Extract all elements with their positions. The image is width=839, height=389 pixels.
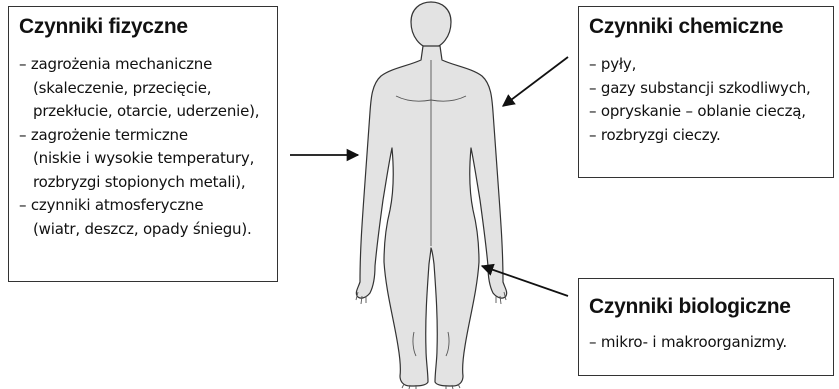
physical-factors-line: – czynniki atmosferyczne: [19, 194, 267, 218]
chemical-factors-line: – pyły,: [589, 53, 823, 77]
physical-factors-line: rozbryzgi stopionych metali),: [19, 171, 267, 195]
physical-factors-title: Czynniki fizyczne: [19, 15, 267, 39]
human-body-figure: [356, 2, 506, 386]
biological-factors-line: – mikro- i makroorganizmy.: [589, 331, 823, 355]
physical-factors-line: – zagrożenia mechaniczne: [19, 53, 267, 77]
chemical-factors-title: Czynniki chemiczne: [589, 15, 823, 39]
physical-factors-line: przekłucie, otarcie, uderzenie),: [19, 100, 267, 124]
chemical-factors-line: – gazy substancji szkodliwych,: [589, 77, 823, 101]
physical-factors-line: (skaleczenie, przecięcie,: [19, 77, 267, 101]
physical-factors-box: Czynniki fizyczne – zagrożenia mechanicz…: [8, 6, 278, 282]
physical-factors-line: – zagrożenie termiczne: [19, 124, 267, 148]
arrow-chemical: [503, 57, 568, 106]
biological-factors-box: Czynniki biologiczne – mikro- i makroorg…: [578, 278, 834, 376]
chemical-factors-line: – opryskanie – oblanie cieczą,: [589, 100, 823, 124]
biological-factors-title: Czynniki biologiczne: [589, 295, 823, 319]
chemical-factors-line: – rozbryzgi cieczy.: [589, 124, 823, 148]
physical-factors-line: (wiatr, deszcz, opady śniegu).: [19, 218, 267, 242]
chemical-factors-box: Czynniki chemiczne – pyły, – gazy substa…: [578, 6, 834, 178]
physical-factors-line: (niskie i wysokie temperatury,: [19, 147, 267, 171]
